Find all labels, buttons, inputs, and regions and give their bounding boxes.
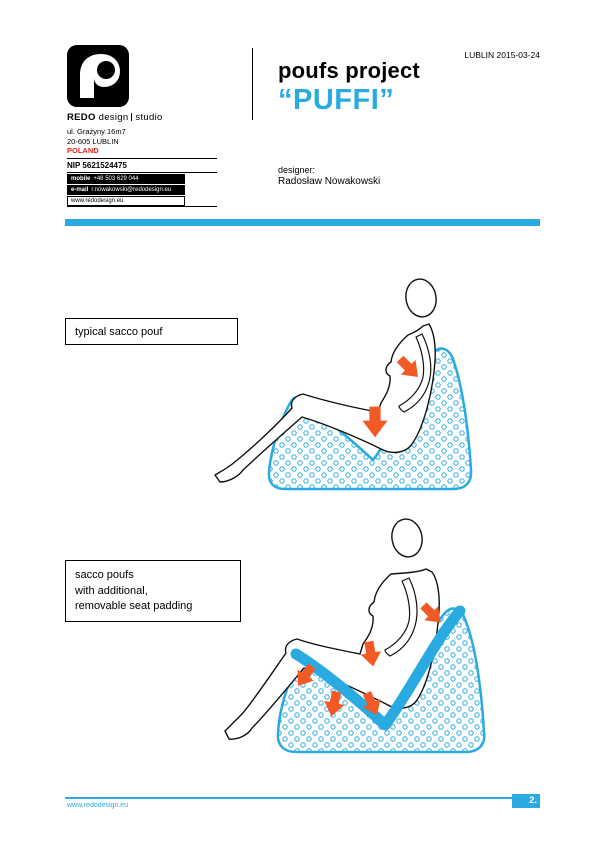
page-number-badge: 2. [512,794,540,808]
address-line-1: ul. Grażyny 16m7 [67,127,126,136]
removable-seat-padding [290,605,466,731]
head [405,278,437,318]
project-name: “PUFFI” [278,84,395,116]
brand-line: REDO design studio [67,112,163,123]
header-underline [67,206,217,207]
arrow-icon [362,691,381,715]
designer-name: Radosław Nowakowski [278,176,381,187]
email-value: r.nowakowski@redodesign.eu [91,187,172,193]
contact-row-web: www.redodesign.eu [67,196,185,206]
footer-rule [65,797,540,799]
contact-block: mobile +48 503 629 044 e-mail r.nowakows… [67,174,185,207]
arrow-icon [362,406,388,438]
section-label-sacco-with-padding: sacco poufs with additional, removable s… [65,560,241,622]
company-address: ul. Grażyny 16m7 20-605 LUBLIN POLAND [67,127,126,156]
arrow-icon [420,602,441,623]
pressure-arrows [297,602,441,717]
section-1-label: typical sacco pouf [75,325,163,338]
arrow-icon [324,690,345,717]
brand-name-mid: design [98,112,129,123]
web-value: www.redodesign.eu [71,198,124,204]
designer-label: designer: [278,165,316,175]
section-2-line-1: sacco poufs [75,569,134,581]
title-divider-line [252,48,253,120]
seated-person-figure [224,518,440,740]
pressure-arrows [362,355,418,438]
designer-block: designer: Radosław Nowakowski [278,164,380,188]
brand-name-end: studio [135,112,163,123]
section-label-typical-sacco-pouf: typical sacco pouf [65,318,238,345]
arrow-icon [396,355,418,377]
email-label: e-mail [71,187,89,193]
redo-logo [67,45,129,107]
footer-url: www.redodesign.eu [67,802,129,809]
seated-person-figure [214,278,437,483]
brand-separator [131,113,133,121]
mobile-label: mobile [71,176,91,182]
section-2-line-2: with additional, [75,584,148,597]
brand-name: REDO [67,112,96,123]
head [391,518,423,558]
arrow-icon [297,663,316,686]
section-2-line-3: removable seat padding [75,600,193,612]
header-divider-bar [65,219,540,226]
arrow-icon [360,640,381,667]
contact-row-mobile: mobile +48 503 629 044 [67,174,185,184]
address-line-2: 20-605 LUBLIN [67,136,119,146]
contact-row-email: e-mail r.nowakowski@redodesign.eu [67,185,185,195]
address-country: POLAND [67,146,99,155]
arm [398,333,432,413]
document-date: LUBLIN 2015-03-24 [464,50,540,60]
mobile-value: +48 503 629 044 [93,176,139,182]
illustration-typical-sacco-pouf [214,278,473,491]
project-title: poufs project [278,58,420,83]
company-nip: NIP 5621524475 [67,158,217,173]
illustration-sacco-pouf-with-padding [224,518,486,754]
arm [384,577,418,657]
